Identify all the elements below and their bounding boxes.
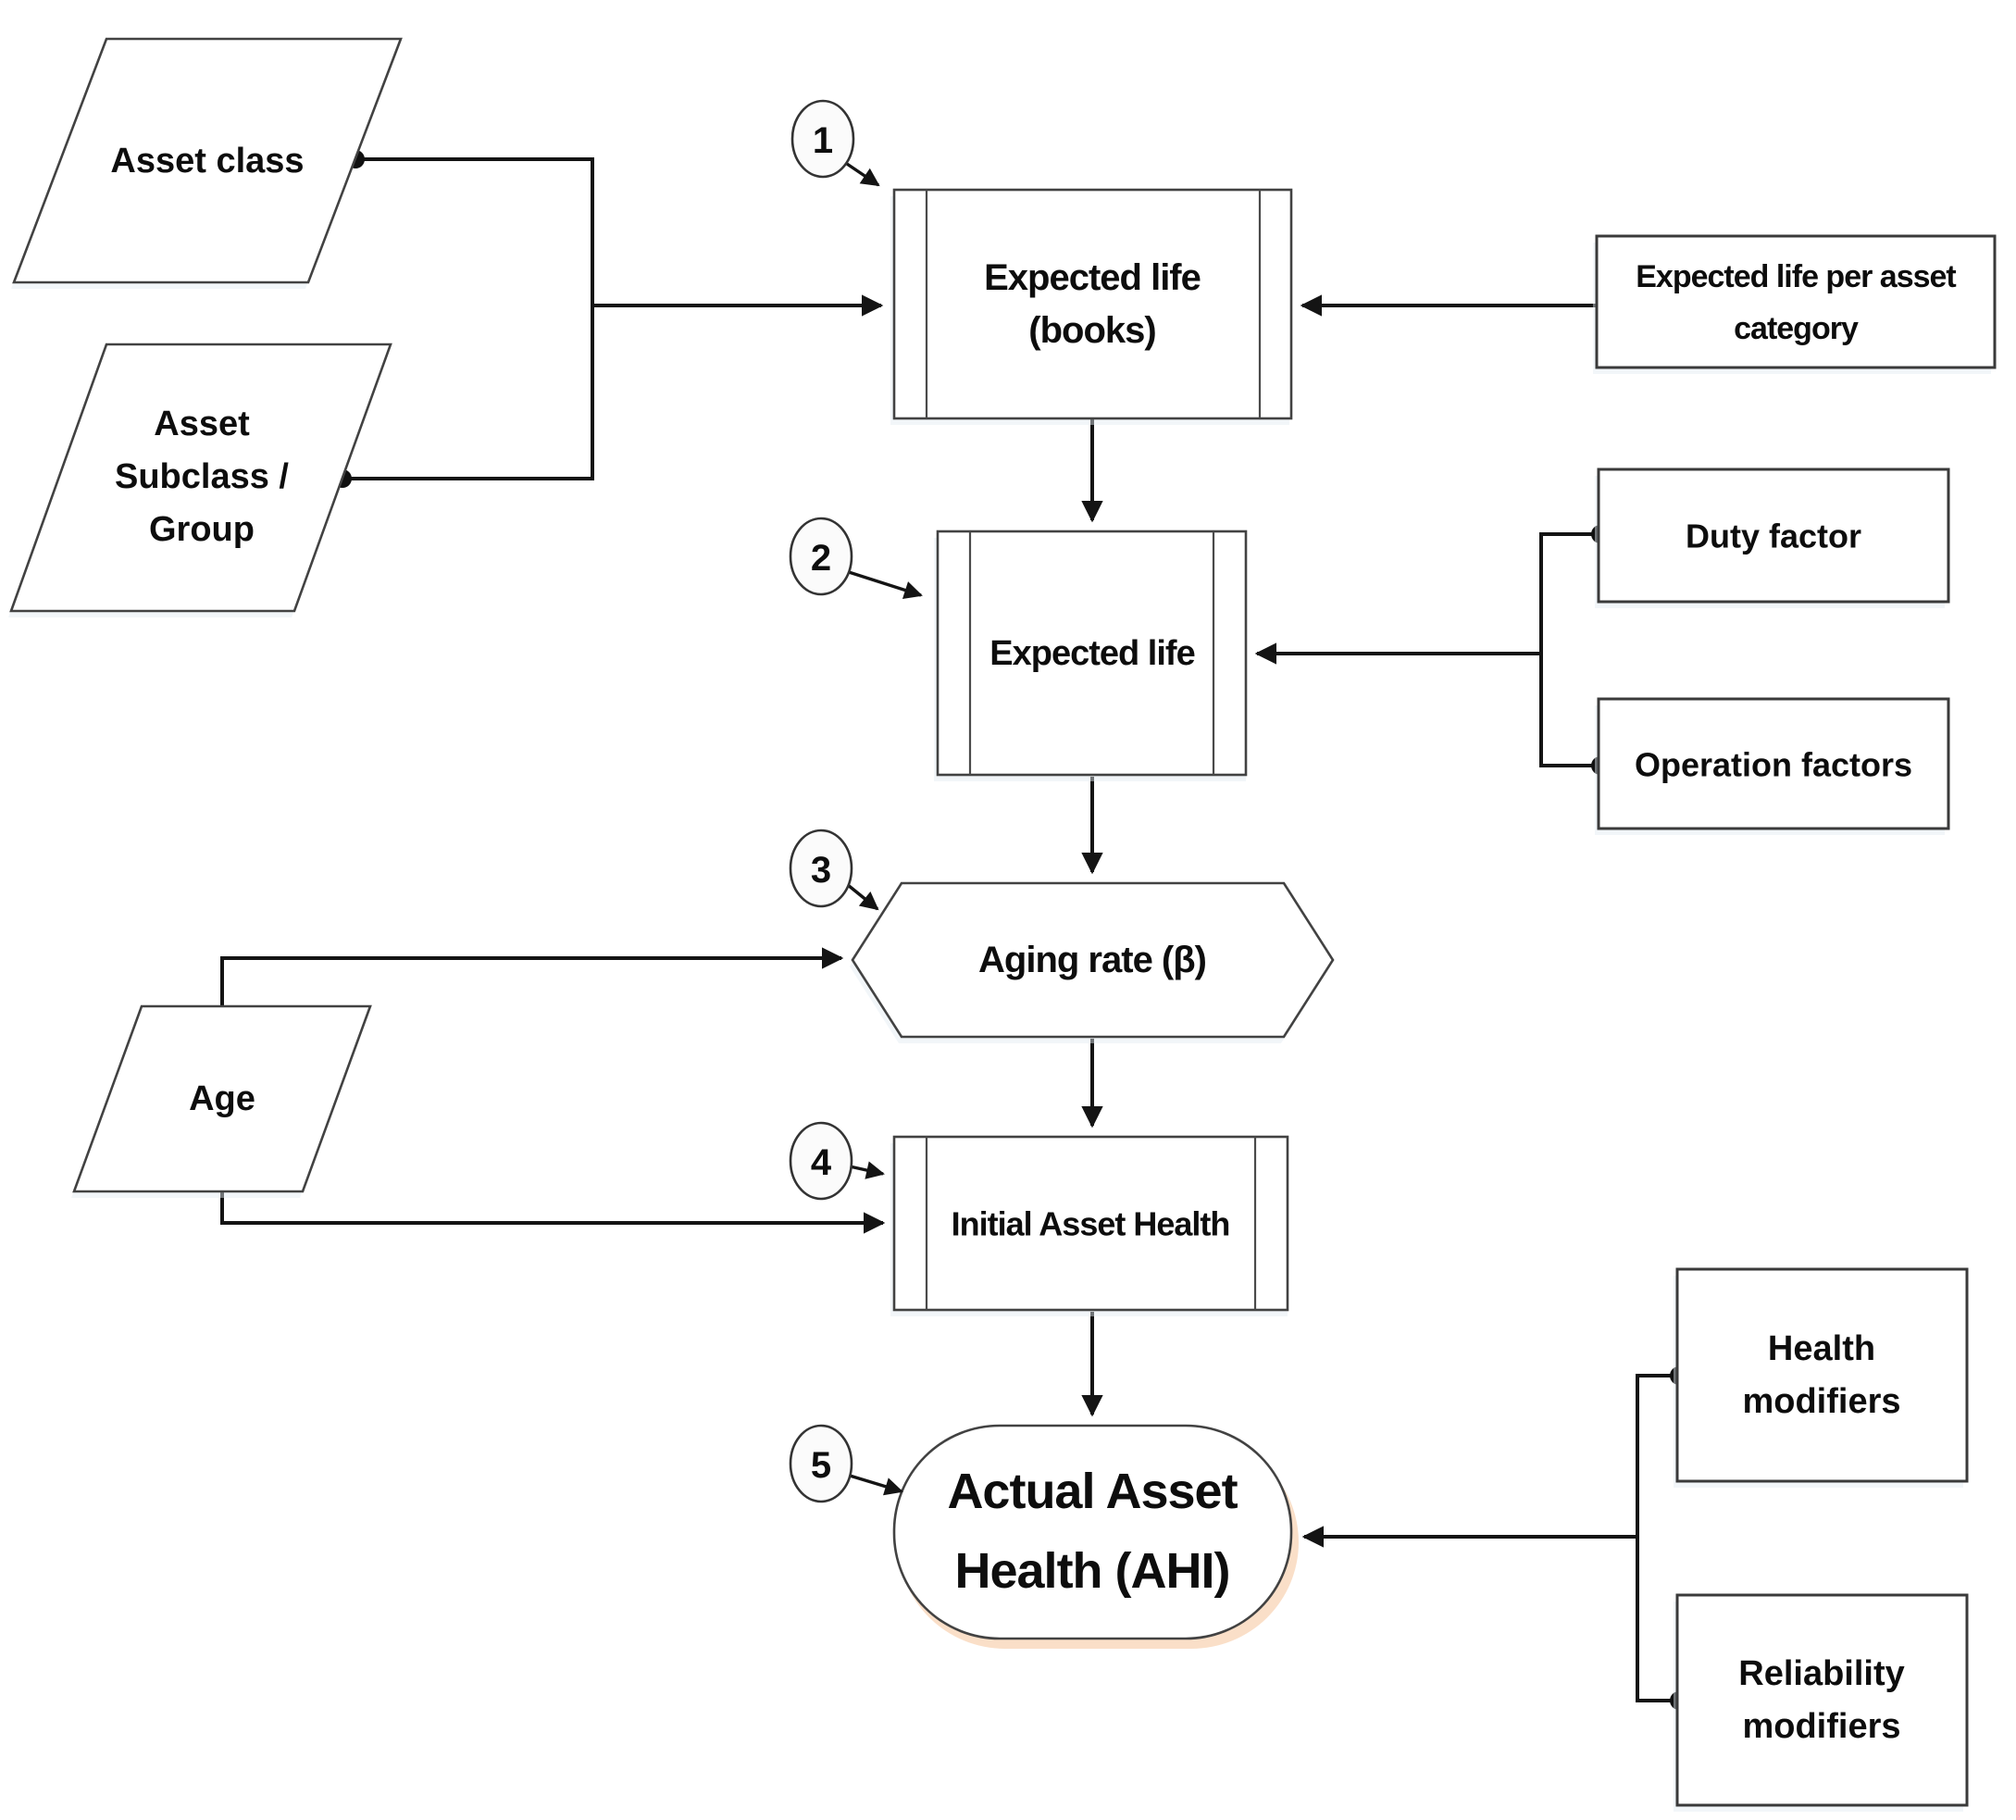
node-asset-class: Asset class [11,37,403,289]
callout-2-circle [789,517,853,596]
node-expected-life-books: Expected life (books) [890,188,1293,425]
node-asset-subclass: Asset Subclass / Group [8,343,392,617]
asset-subclass-label-line1: Asset [154,405,250,443]
callout-1-arrow [846,162,880,187]
node-aging-rate: Aging rate (β) [850,881,1335,1043]
asset-subclass-label-line3: Group [149,510,255,549]
aging-rate-label: Aging rate (β) [978,940,1206,980]
node-age: Age [71,1004,372,1198]
age-label: Age [189,1079,255,1118]
node-duty-factor: Duty factor [1595,467,1950,608]
reliability-modifiers-label-line1: Reliability [1738,1654,1905,1693]
callout-step-4: 4 [789,1121,885,1201]
actual-asset-health-label-line1: Actual Asset [947,1464,1238,1519]
initial-asset-health-label: Initial Asset Health [952,1205,1230,1243]
edge-asset-class-subclass-merge [333,150,884,488]
callout-4-number: 4 [811,1142,832,1183]
operation-factors-shape [1597,697,1950,830]
edge-modifiers-merge [1301,1366,1688,1710]
node-health-modifiers: Health modifiers [1674,1267,1969,1488]
node-expected-life-per-asset-category: Expected life per asset category [1593,234,1997,374]
callout-1-number: 1 [813,120,833,161]
expected-life-books-label-line1: Expected life [984,257,1201,298]
callout-1-circle [790,99,855,179]
merge-line-modifiers [1636,1374,1677,1702]
asset-subclass-label-line2: Subclass / [115,457,289,496]
asset-class-label: Asset class [110,142,304,181]
initial-asset-health-shape [892,1135,1289,1312]
callout-4-circle [789,1121,853,1201]
merge-line-factors [1539,532,1599,767]
actual-asset-health-label-line2: Health (AHI) [955,1543,1230,1599]
expected-life-shape [936,530,1248,777]
expected-life-books-shape [892,188,1293,420]
merge-line-left [342,157,594,480]
node-actual-asset-health: Actual Asset Health (AHI) [892,1424,1299,1649]
duty-factor-shape [1597,467,1950,604]
callout-3-arrow [846,883,879,911]
node-operation-factors: Operation factors [1595,697,1950,835]
edge-duty-operation-merge [1254,525,1610,775]
callout-5-circle [789,1424,853,1503]
callout-2-arrow [848,570,923,599]
aging-rate-shape [851,881,1335,1039]
callout-step-5: 5 [789,1424,903,1503]
category-label-line2: category [1734,311,1859,346]
callout-2-number: 2 [811,538,831,579]
node-expected-life: Expected life [934,530,1248,781]
expected-life-label: Expected life [989,634,1194,673]
health-modifiers-shape [1675,1267,1969,1483]
category-shape [1595,234,1997,369]
health-modifiers-label-line2: modifiers [1742,1382,1900,1421]
reliability-modifiers-label-line2: modifiers [1742,1707,1900,1746]
actual-asset-health-shape [892,1424,1293,1640]
node-reliability-modifiers: Reliability modifiers [1674,1593,1969,1812]
age-shape [72,1004,372,1193]
arrow-age-to-initial-health [220,1191,886,1234]
callout-4-arrow [849,1161,885,1179]
duty-factor-label: Duty factor [1686,517,1861,555]
category-label-line1: Expected life per asset [1636,259,1956,294]
callout-5-number: 5 [811,1445,831,1486]
callout-step-2: 2 [789,517,923,599]
asset-class-shape [12,37,403,284]
callout-3-number: 3 [811,850,831,891]
node-initial-asset-health: Initial Asset Health [890,1135,1289,1316]
operation-factors-label: Operation factors [1635,746,1912,784]
callout-step-1: 1 [790,99,880,187]
health-modifiers-label-line1: Health [1768,1329,1875,1368]
callout-5-arrow [849,1474,903,1496]
expected-life-books-label-line2: (books) [1028,310,1155,351]
arrow-age-to-aging-rate [220,947,844,1006]
callout-3-circle [789,829,853,908]
callout-step-3: 3 [789,829,879,911]
reliability-modifiers-shape [1675,1593,1969,1807]
asset-subclass-shape [9,343,392,613]
